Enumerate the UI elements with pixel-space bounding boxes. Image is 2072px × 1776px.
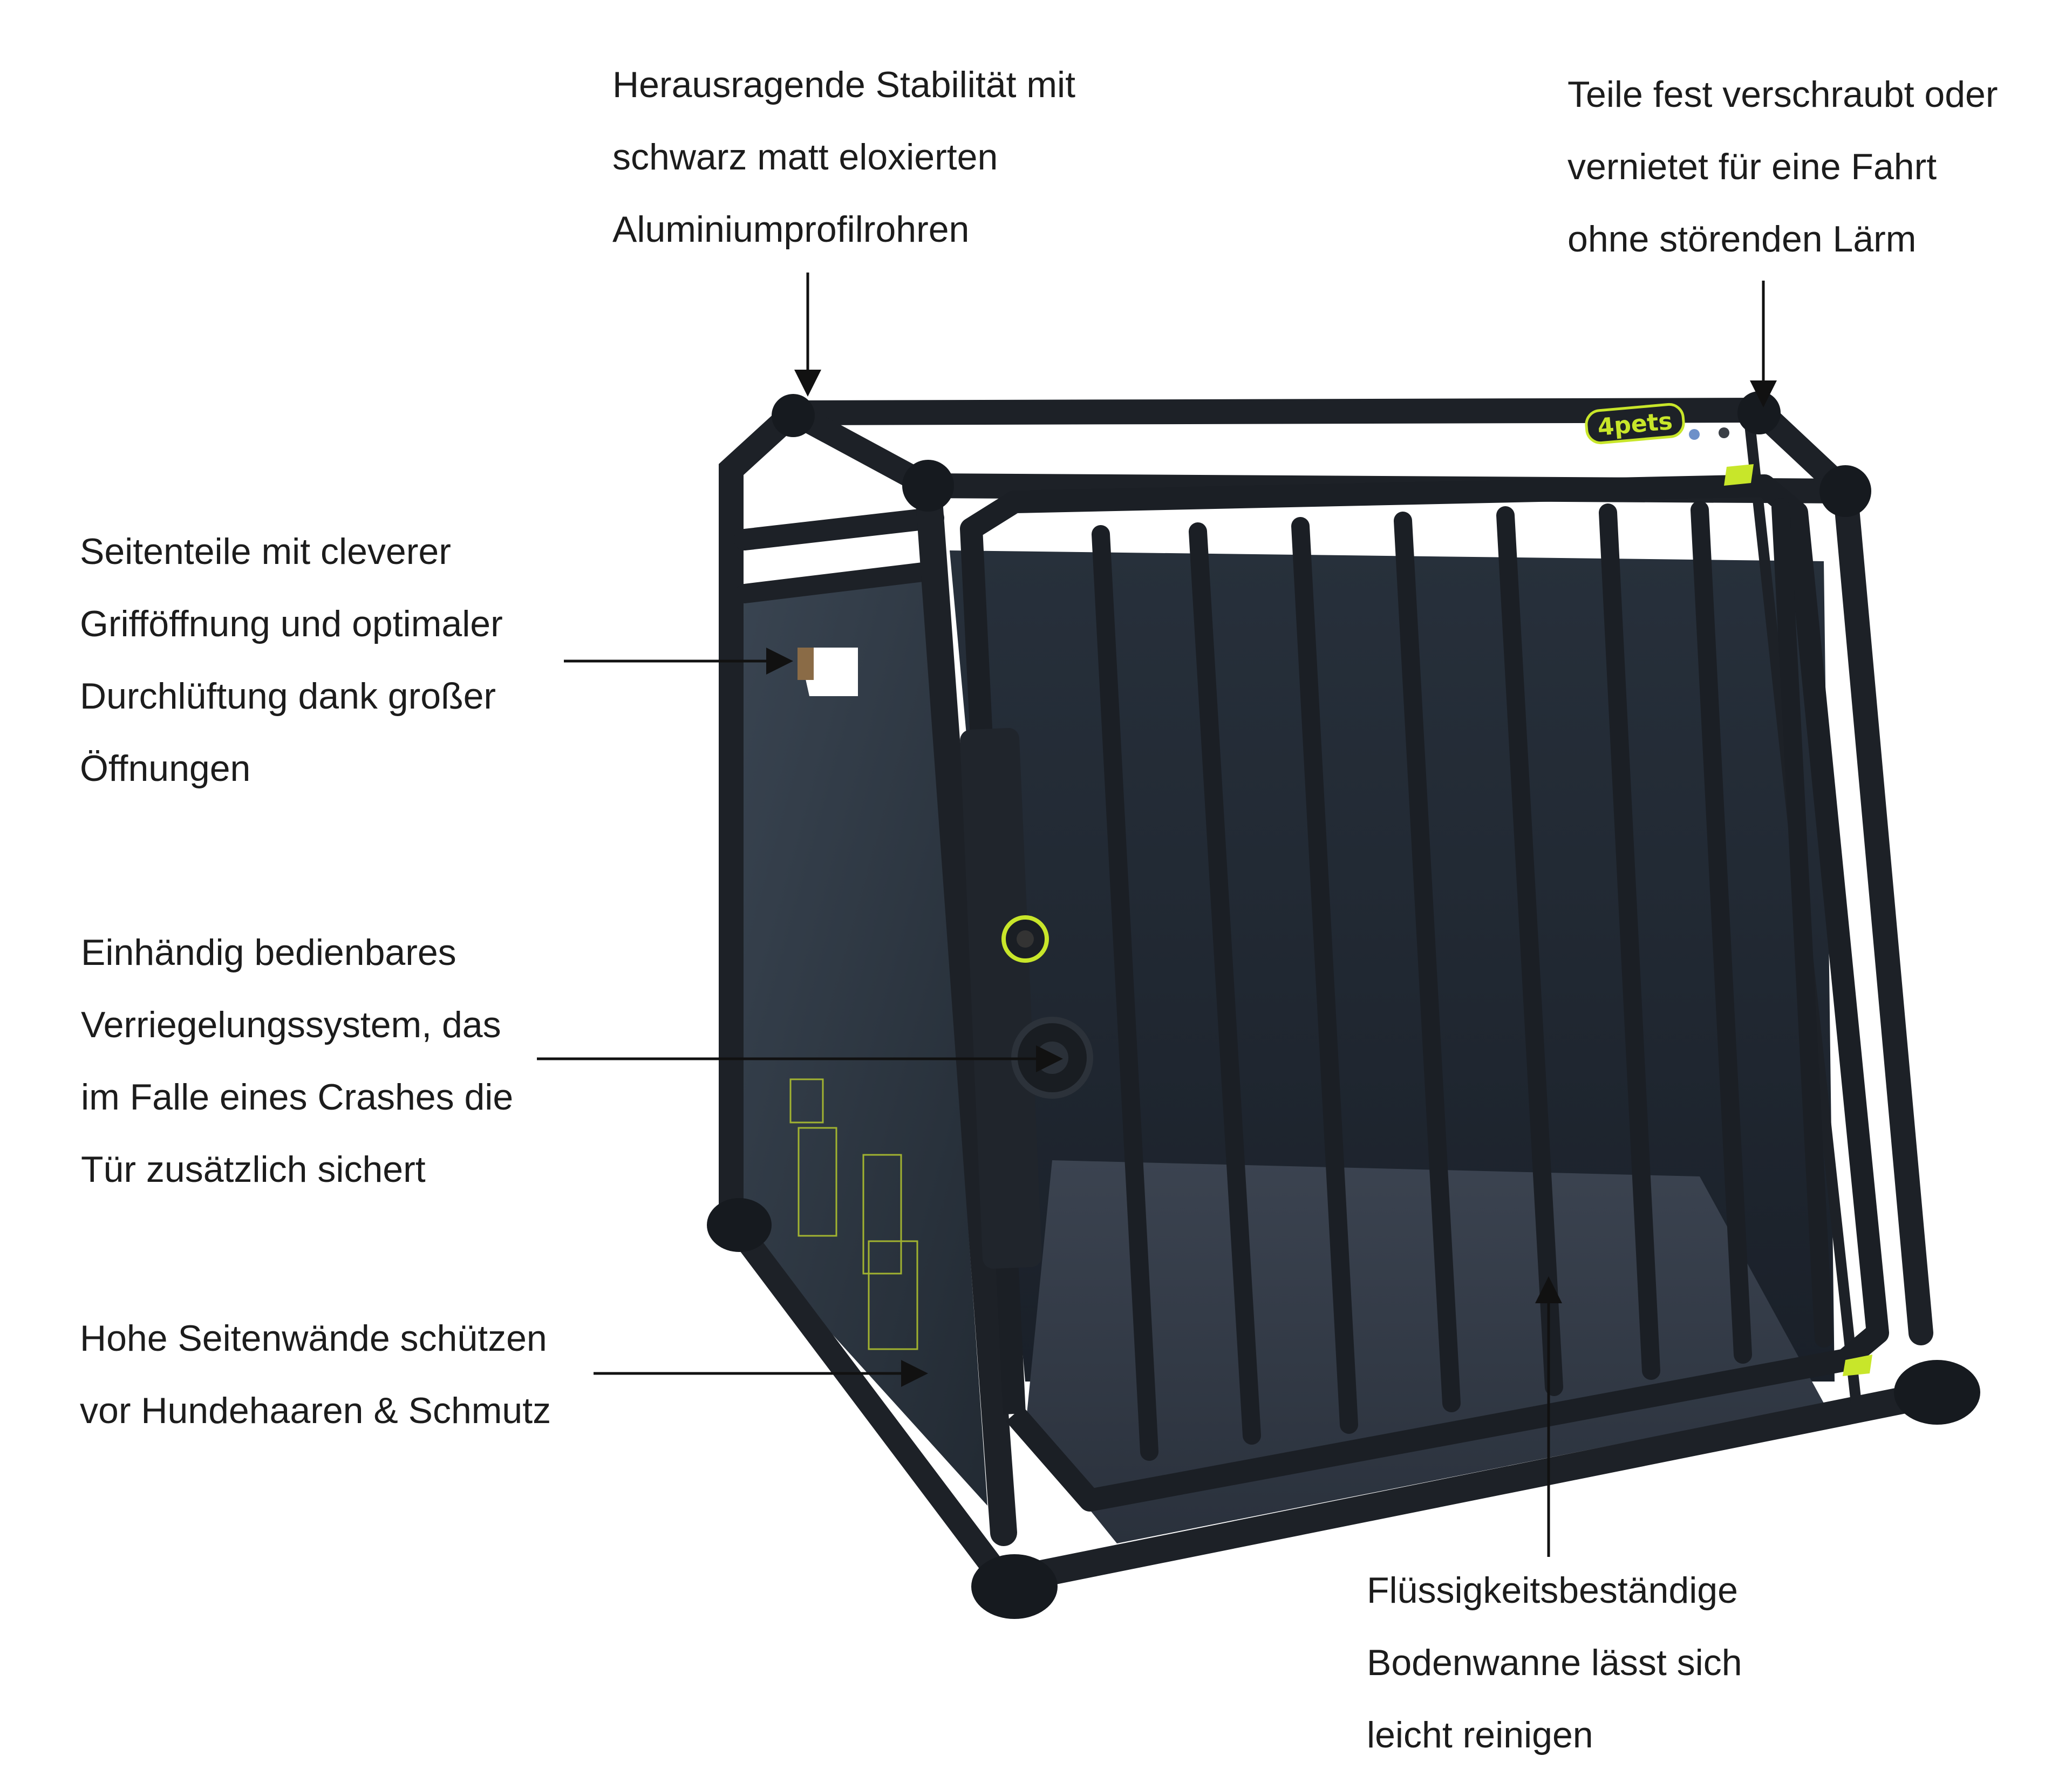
side-handle-strap <box>798 648 814 680</box>
callout-line: ohne störenden Lärm <box>1567 219 1917 260</box>
crate-door <box>960 474 1889 1512</box>
rivet-icon <box>1719 427 1729 438</box>
callout-line: Öffnungen <box>80 748 251 789</box>
callout-riveted-parts: Teile fest verschraubt oder vernietet fü… <box>1567 58 1998 275</box>
callout-floor-tray: Flüssigkeitsbeständige Bodenwanne lässt … <box>1367 1554 1742 1771</box>
callout-line: Durchlüftung dank großer <box>80 676 496 717</box>
callout-line: Grifföffnung und optimaler <box>80 603 503 644</box>
crate-floor-tray <box>1025 1160 1824 1543</box>
callout-line: im Falle eines Crashes die <box>81 1077 514 1118</box>
callout-arrows <box>537 273 1777 1557</box>
callout-line: Flüssigkeitsbeständige <box>1367 1570 1738 1611</box>
callout-line: Aluminiumprofilrohren <box>612 209 970 250</box>
callout-line: schwarz matt eloxierten <box>612 137 998 178</box>
door-bars <box>1092 498 1833 1461</box>
lock-key-slot <box>1017 930 1034 948</box>
callout-frame-stability: Herausragende Stabilität mit schwarz mat… <box>612 49 1075 266</box>
callout-line: leicht reinigen <box>1367 1714 1593 1755</box>
brand-logo: 4pets <box>1585 403 1685 445</box>
dog-crate: 4pets <box>707 391 1980 1619</box>
accent-clip-bottom <box>1843 1355 1872 1376</box>
callout-line: Bodenwanne lässt sich <box>1367 1642 1742 1683</box>
crate-side-panel <box>728 567 987 1506</box>
lock-rail <box>960 727 1042 1269</box>
brand-logo-text: 4pets <box>1597 407 1674 441</box>
callout-side-walls: Hohe Seitenwände schützen vor Hundehaare… <box>80 1302 551 1447</box>
callout-line: vernietet für eine Fahrt <box>1567 146 1937 187</box>
callout-line: Hohe Seitenwände schützen <box>80 1318 547 1359</box>
callout-line: Einhändig bedienbares <box>81 932 456 973</box>
accent-clip-top <box>1724 464 1754 486</box>
callout-line: Teile fest verschraubt oder <box>1567 74 1998 115</box>
callout-line: Seitenteile mit cleverer <box>80 531 451 572</box>
side-warning-labels <box>789 1078 918 1350</box>
rivet-icon <box>1689 429 1700 440</box>
door-frame <box>960 474 1889 1512</box>
callout-line: Verriegelungssystem, das <box>81 1004 501 1045</box>
callout-side-panels: Seitenteile mit cleverer Grifföffnung un… <box>80 515 503 805</box>
callout-line: Herausragende Stabilität mit <box>612 64 1076 105</box>
callout-locking-system: Einhändig bedienbares Verriegelungssyste… <box>81 916 513 1206</box>
callout-line: vor Hundehaaren & Schmutz <box>80 1390 551 1431</box>
callout-line: Tür zusätzlich sichert <box>81 1149 426 1190</box>
